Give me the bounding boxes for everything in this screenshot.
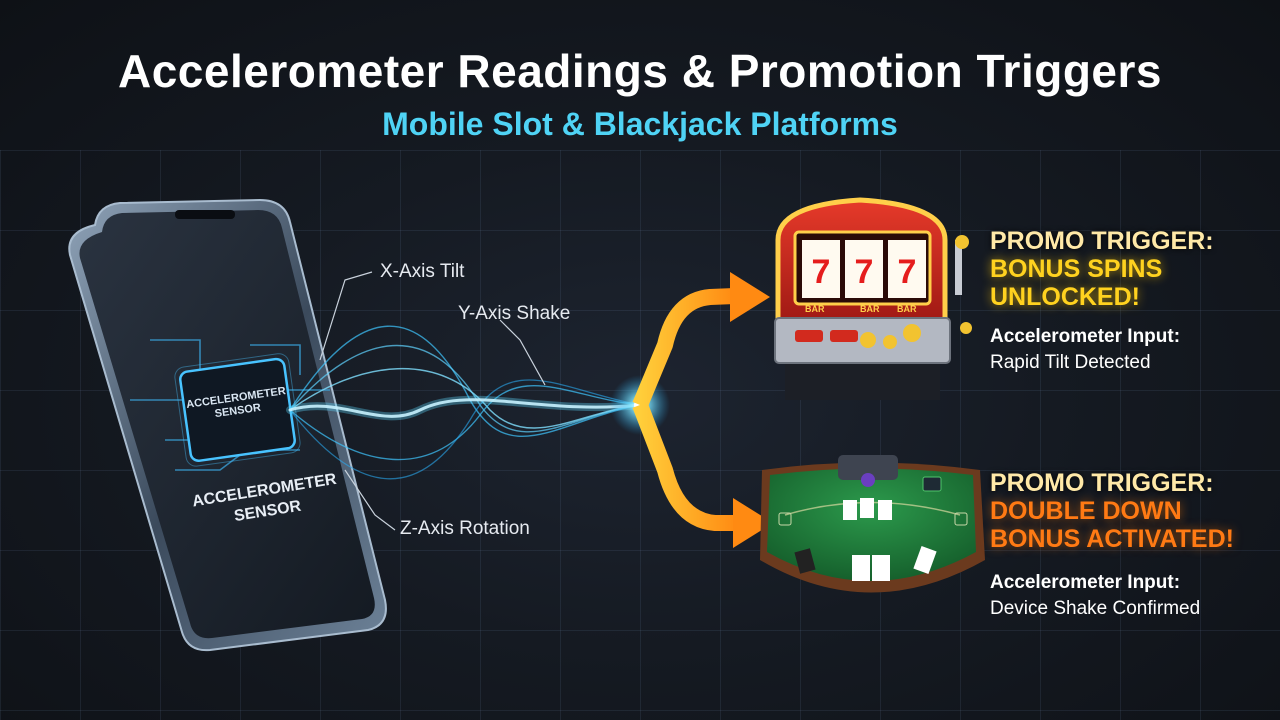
z-axis-label: Z-Axis Rotation bbox=[400, 518, 530, 539]
promo-heading: PROMO TRIGGER: bbox=[990, 469, 1214, 497]
input-value: Rapid Tilt Detected bbox=[990, 352, 1151, 373]
promo-value-line2: BONUS ACTIVATED! bbox=[990, 525, 1234, 553]
slot-reel-1: 7 bbox=[812, 253, 831, 291]
page-subtitle: Mobile Slot & Blackjack Platforms bbox=[382, 106, 898, 142]
slot-bar-label-3: BAR bbox=[897, 304, 917, 314]
sensor-wave-signal bbox=[286, 325, 644, 480]
promo-value-line1: BONUS SPINS bbox=[990, 255, 1163, 283]
input-label: Accelerometer Input: bbox=[990, 572, 1181, 593]
blackjack-table bbox=[760, 455, 985, 593]
input-value: Device Shake Confirmed bbox=[990, 598, 1201, 619]
arrow-head-down bbox=[733, 498, 773, 548]
slot-bar-label-1: BAR bbox=[805, 304, 825, 314]
trigger-arrows bbox=[632, 272, 773, 548]
x-axis-label: X-Axis Tilt bbox=[380, 261, 465, 282]
arrow-head-up bbox=[730, 272, 770, 322]
input-info-slot: Accelerometer Input: Rapid Tilt Detected bbox=[990, 324, 1180, 376]
promo-trigger-slot: PROMO TRIGGER: BONUS SPINS UNLOCKED! bbox=[990, 227, 1214, 311]
promo-heading: PROMO TRIGGER: bbox=[990, 227, 1214, 255]
input-info-blackjack: Accelerometer Input: Device Shake Confir… bbox=[990, 570, 1200, 622]
promo-value-line1: DOUBLE DOWN bbox=[990, 497, 1182, 525]
axis-callout-lines bbox=[319, 271, 546, 531]
promo-trigger-blackjack: PROMO TRIGGER: DOUBLE DOWN BONUS ACTIVAT… bbox=[990, 469, 1234, 553]
promo-value-line2: UNLOCKED! bbox=[990, 283, 1140, 311]
slot-bar-label-2: BAR bbox=[860, 304, 880, 314]
page-title: Accelerometer Readings & Promotion Trigg… bbox=[118, 45, 1162, 97]
slot-reel-3: 7 bbox=[898, 253, 917, 291]
slot-reel-2: 7 bbox=[855, 253, 874, 291]
y-axis-label: Y-Axis Shake bbox=[458, 303, 571, 324]
input-label: Accelerometer Input: bbox=[990, 326, 1181, 347]
slot-machine bbox=[774, 197, 972, 400]
